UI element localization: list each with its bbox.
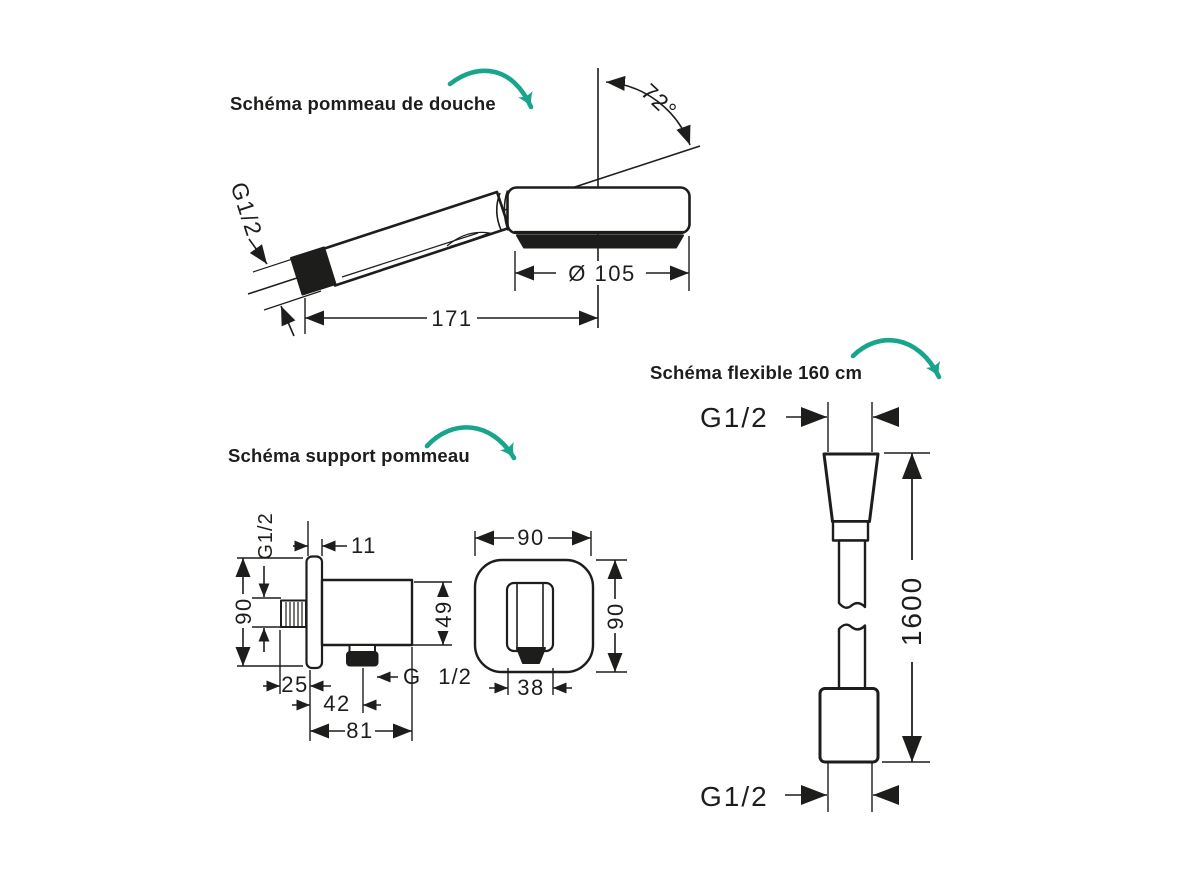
hose-cone-connector — [822, 452, 880, 523]
schema-shower-head: Schéma pommeau de douche 72° — [226, 68, 701, 337]
holder-cradle — [505, 581, 555, 653]
dim-hose-length: 1600 — [896, 576, 927, 646]
holder-front-view: 90 90 38 — [473, 525, 628, 700]
dim-thread: G1/2 — [226, 179, 268, 240]
diameter-dimension-105: Ø 105 — [514, 236, 690, 291]
holder-side-view: 90 G1/2 11 — [231, 512, 472, 743]
dim-angle: 72° — [636, 78, 682, 124]
dim-holder-height: 90 — [231, 597, 256, 624]
dim-outlet-thread: G 1/2 — [403, 664, 472, 689]
hose-length-dimension: 1600 — [882, 452, 930, 763]
hose-drawing — [818, 452, 880, 764]
dim-holder-thread: G1/2 — [255, 512, 277, 559]
holder-body-side — [320, 578, 414, 647]
dim-hose-thread-bottom: G1/2 — [700, 781, 769, 812]
hose-nut-connector — [818, 687, 880, 764]
cradle-clip — [516, 647, 546, 664]
holder-title: Schéma support pommeau — [228, 445, 470, 466]
accent-curved-arrow-icon — [424, 425, 517, 461]
dim-offset: 25 — [281, 672, 308, 697]
outlet-nut — [346, 651, 379, 667]
hose-thread-top: G1/2 — [700, 402, 899, 452]
dim-depth: 81 — [346, 718, 373, 743]
dim-plate-thickness: 11 — [351, 533, 377, 558]
dim-front-height: 90 — [603, 602, 628, 629]
schema-holder: Schéma support pommeau 90 G1/2 — [228, 425, 628, 743]
dim-body-height: 49 — [431, 600, 456, 627]
dim-cradle-width: 38 — [517, 675, 544, 700]
hose-title: Schéma flexible 160 cm — [650, 362, 862, 383]
dim-front-width: 90 — [517, 525, 544, 550]
schema-hose: Schéma flexible 160 cm G1/2 1600 G1/2 — [650, 337, 942, 812]
length-dimension-171: 171 — [304, 298, 598, 334]
hose-thread-bottom: G1/2 — [700, 762, 899, 812]
shower-head-title: Schéma pommeau de douche — [230, 93, 496, 114]
spray-face — [516, 234, 684, 249]
grip-band — [290, 246, 337, 296]
accent-curved-arrow-icon — [447, 68, 534, 110]
shower-head-drawing — [252, 186, 691, 311]
accent-curved-arrow-icon — [850, 337, 942, 380]
thread-callout-g12: G1/2 — [226, 179, 296, 337]
dim-length: 171 — [431, 306, 472, 331]
dim-outlet-center: 42 — [323, 691, 350, 716]
dim-hose-thread-top: G1/2 — [700, 402, 769, 433]
dim-diameter: Ø 105 — [568, 261, 635, 286]
wall-plate-side — [305, 555, 324, 670]
